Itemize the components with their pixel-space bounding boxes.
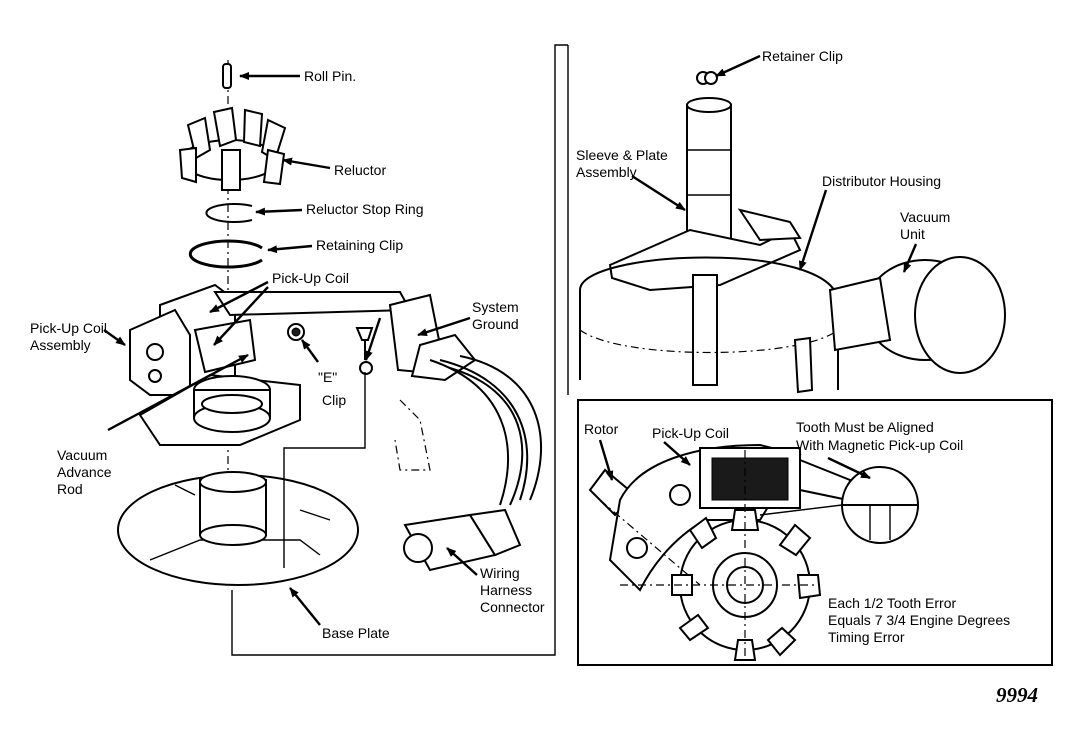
reluctor-stop-ring-part [205,203,253,223]
label-distributor-housing: Distributor Housing [822,173,941,189]
system-ground-screw [355,327,374,375]
base-plate-part [117,471,359,586]
label-roll-pin: Roll Pin. [304,68,356,84]
wiring-harness-part [388,293,542,572]
right-labels: Retainer Clip Sleeve & Plate Assembly Di… [576,48,1010,645]
left-labels: Roll Pin. Reluctor Reluctor Stop Ring Re… [30,68,545,641]
inset-reluctor [671,509,822,661]
label-pick-up-coil-inset: Pick-Up Coil [652,425,729,441]
label-tooth-error-line1: Each 1/2 Tooth Error [828,595,956,611]
label-wiring-harness-line3: Connector [480,599,545,615]
label-system-ground-line1: System [472,299,519,315]
left-exploded-view [117,44,568,656]
alignment-inset [577,399,1053,666]
label-base-plate: Base Plate [322,625,390,641]
label-vacuum-advance-rod-line2: Advance [57,464,112,480]
reluctor-part [178,106,287,191]
label-vacuum-advance-rod-line3: Rod [57,481,83,497]
label-sleeve-plate-line2: Assembly [576,164,637,180]
roll-pin-part [222,63,232,89]
figure-number: 9994 [996,683,1038,707]
label-tooth-error-line3: Timing Error [828,629,905,645]
label-e-clip-line1: "E" [318,369,337,385]
label-reluctor: Reluctor [334,162,386,178]
label-system-ground-line2: Ground [472,316,519,332]
label-tooth-aligned-line1: Tooth Must be Aligned [796,419,934,435]
label-pick-up-coil-assembly-line1: Pick-Up Coil [30,320,107,336]
label-reluctor-stop-ring: Reluctor Stop Ring [306,201,424,217]
label-pick-up-coil-assembly-line2: Assembly [30,337,91,353]
distributor-housing-view [567,45,1006,395]
label-tooth-error-line2: Equals 7 3/4 Engine Degrees [828,612,1010,628]
advance-plate-part [138,323,305,446]
label-vacuum-advance-rod-line1: Vacuum [57,447,107,463]
label-rotor: Rotor [584,421,619,437]
label-vacuum-unit-line2: Unit [900,226,925,242]
label-tooth-aligned-line2: With Magnetic Pick-up Coil [796,437,963,453]
label-vacuum-unit-line1: Vacuum [900,209,950,225]
label-sleeve-plate-line1: Sleeve & Plate [576,147,668,163]
label-e-clip-line2: Clip [322,392,346,408]
retaining-clip-part [188,239,263,269]
label-retaining-clip: Retaining Clip [316,237,403,253]
label-pick-up-coil: Pick-Up Coil [272,270,349,286]
label-retainer-clip: Retainer Clip [762,48,843,64]
label-wiring-harness-line2: Harness [480,582,532,598]
label-wiring-harness-line1: Wiring [480,565,520,581]
